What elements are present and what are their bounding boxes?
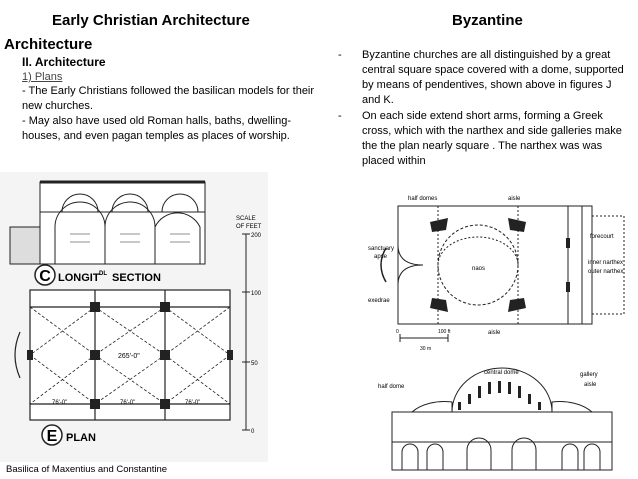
byzantine-bullets: - Byzantine churches are all distinguish… [338,48,628,170]
figure-caption: Basilica of Maxentius and Constantine [6,464,168,475]
byz-scale-0: 0 [396,329,399,335]
byz-scale-100ft: 100 ft [438,329,451,335]
basilica-drawing: C LONGIT DL SECTION 265'-0" 76'-0" 76'-0… [0,172,268,462]
plan-letter-circle [41,424,63,446]
label-gallery: gallery [580,372,598,378]
bullet-text: Byzantine churches are all distinguished… [362,49,624,106]
bullet-item: - On each side extend short arms, formin… [338,109,628,169]
section-letter-circle [34,264,56,286]
scale-bar [242,233,250,431]
bullet-dash: - [338,110,342,122]
label-central-dome: central dome [484,370,519,376]
byz-scale-30m: 30 m [420,346,431,352]
longitudinal-section [9,180,206,265]
label-naos: naos [472,266,485,272]
left-title-continued: Architecture [4,36,93,53]
scale-100: 100 [251,291,262,297]
bullet-item: - Byzantine churches are all distinguish… [338,48,628,108]
left-title: Early Christian Architecture [52,12,250,29]
dimension-main: 265'-0" [118,353,140,360]
label-sanctuary: sanctuary [368,246,394,252]
section-label-a: LONGIT [58,272,100,284]
byzantine-section-drawing: central dome half dome gallery aisle [378,367,613,471]
paragraph-basilican: - The Early Christians followed the basi… [22,85,315,112]
label-section-aisle: aisle [584,382,597,388]
label-inner-narthex: inner narthex [588,260,623,266]
right-title: Byzantine [452,12,523,29]
scale-0: 0 [251,429,255,435]
section-label-b: SECTION [112,272,161,284]
section-arches [401,437,601,470]
byzantine-plan-drawing: half domes aisle sanctuary apse naos for… [368,196,625,352]
section-windows [458,381,541,410]
dimension-bay-1: 76'-0" [52,400,67,406]
section-label-sup: DL [99,271,107,277]
bullet-dash: - [338,49,342,61]
basilica-plan [14,289,231,421]
label-aisle-top: aisle [508,196,521,202]
plan-piers [27,302,233,409]
dimension-bay-2: 76'-0" [120,400,135,406]
bullet-text: On each side extend short arms, forming … [362,110,622,167]
scale-200: 200 [251,233,262,239]
plan-letter: E [47,428,58,445]
section-letter: C [39,268,51,285]
plans-heading: 1) Plans [22,71,63,83]
section-subheading: II. Architecture [22,55,106,69]
scale-label-2: OF FEET [236,224,262,230]
byzantine-scale-bar [399,334,449,342]
dimension-bay-3: 76'-0" [185,400,200,406]
label-apse: apse [374,254,388,260]
label-half-dome: half dome [378,384,405,390]
label-forecourt: forecourt [590,234,614,240]
label-half-domes: half domes [408,196,437,202]
label-aisle-bottom: aisle [488,330,501,336]
scale-label-1: SCALE [236,216,256,222]
label-outer-narthex: outer narthex [588,269,623,275]
plan-label: PLAN [66,432,96,444]
label-exedrae: exedrae [368,298,390,304]
byzantine-piers [430,218,570,312]
scale-50: 50 [251,361,258,367]
paragraph-roman-halls: - May also have used old Roman halls, ba… [22,115,292,142]
